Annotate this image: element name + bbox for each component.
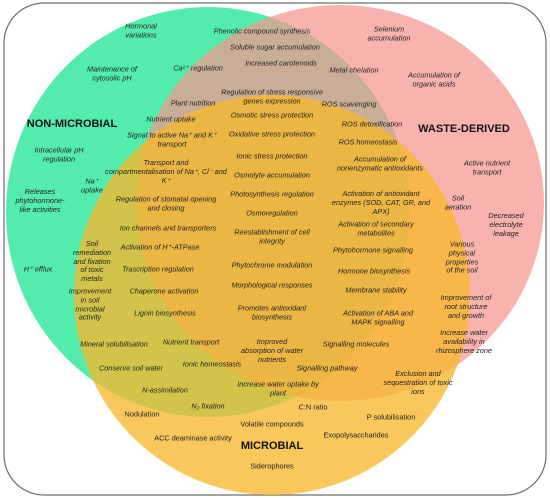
label-n2-fixation: N₂ fixation <box>191 401 225 411</box>
microbial-circle <box>74 95 470 495</box>
label-phytohormone-signalling: Phytohormone signalling <box>333 245 413 255</box>
label-soil-aeration: Soil aeration <box>444 193 472 211</box>
label-lignin-biosynthesis: Lignin biosynthesis <box>134 308 196 318</box>
microbial-title: MICROBIAL <box>240 440 304 452</box>
label-hormone-biosynthesis: Hormone biosynthesis <box>337 266 411 276</box>
label-active-nutrient-transport: Active nutrient transport <box>463 158 511 176</box>
label-releases-phytohormone: Releases phytohormone- like activities <box>15 186 65 214</box>
label-nonenzymatic-antioxidants: Accumulation of nonenzymatic antioxidant… <box>337 154 423 172</box>
label-p-solubilisation: P solubilisation <box>366 412 416 422</box>
label-increased-carotenoids: Increased carotenoids <box>245 58 317 68</box>
label-stomatal-regulation: Regulation of stomatal opening and closi… <box>115 194 217 212</box>
label-oxidative-stress-protection: Oxidative stress protection <box>229 129 315 139</box>
label-ros-detoxification: ROS detoxification <box>341 119 403 129</box>
non-microbial-title: NON-MICROBIAL <box>26 118 118 130</box>
label-osmoregulation: Osmoregulation <box>246 208 298 218</box>
label-maintenance-cytosolic-ph: Maintenance of cytosolic pH <box>87 64 137 82</box>
label-increase-water-uptake: Increase water uptake by plant <box>237 379 319 397</box>
label-h-atpase-activation: Activation of H⁺-ATPase <box>120 242 200 252</box>
label-volatile-compounds: Volatile compounds <box>240 419 304 429</box>
label-exclusion-toxic-ions: Exclusion and sequestration of toxic ion… <box>383 368 453 396</box>
label-ionic-homeostasis: Ionic homeostasis <box>182 359 242 369</box>
label-transport-compartmentalisation: Transport and compartmentalisation of Na… <box>105 157 227 185</box>
label-siderophores: Siderophores <box>250 461 294 471</box>
label-cn-ratio: C:N ratio <box>298 402 328 412</box>
label-phytochrome-modulation: Phytochrome modulation <box>231 260 313 270</box>
label-ion-channels-transporters: Ion channels and transporters <box>119 223 217 233</box>
label-ionic-stress-protection: Ionic stress protection <box>236 151 308 161</box>
label-nodulation: Nodulation <box>124 409 160 419</box>
label-phenolic-compound-synthesis: Phenolic compound synthesis <box>213 26 311 36</box>
label-intracellular-ph-regulation: Intracellular pH regulation <box>34 145 84 163</box>
label-soil-microbial-activity: Improvement in soil microbial activity <box>68 286 112 322</box>
label-decreased-electrolyte-leakage: Decreased electrolyte leakage <box>488 210 524 238</box>
label-ros-homeostasis: ROS homeostasis <box>338 137 398 147</box>
label-acc-deaminase-activity: ACC deaminase activity <box>154 433 232 443</box>
label-signal-na-k-transport: Signal to active Na⁺ and K⁺ transport <box>127 130 217 148</box>
label-selenium-accumulation: Selenium accumulation <box>367 24 411 42</box>
label-metal-chelation: Metal chelation <box>329 65 379 75</box>
label-hormonal-variations: Hormonal variations <box>125 21 157 39</box>
label-aba-mapk-signalling: Activation of ABA and MAPK signalling <box>342 308 414 326</box>
label-nutrient-transport: Nutrient transport <box>162 337 220 347</box>
label-osmotic-stress-protection: Osmotic stress protection <box>230 110 314 120</box>
label-root-structure-growth: Improvement of root structure and growth <box>440 292 492 320</box>
label-regulation-stress-genes: Regulation of stress responsive genes ex… <box>221 87 323 105</box>
label-soil-remediation: Soil remediation and fixation of toxic m… <box>72 239 112 284</box>
label-exopolysaccharides: Exopolysaccharides <box>323 430 389 440</box>
label-photosynthesis-regulation: Photosynthesis regulation <box>230 189 314 199</box>
label-antioxidant-biosynthesis: Promotes antioxidant biosynthesis <box>237 303 307 321</box>
label-ca-regulation: Ca²⁺ regulation <box>173 63 223 73</box>
label-plant-nutrition: Plant nutrition <box>170 98 216 108</box>
label-antioxidant-enzymes: Activation of antioxidant enzymes (SOD, … <box>331 188 431 216</box>
label-nutrient-uptake: Nutrient uptake <box>146 114 196 124</box>
label-na-uptake: Na⁺ uptake <box>81 176 103 194</box>
label-transcription-regulation: Trascription regulation <box>122 264 194 274</box>
label-mineral-solubilisation: Mineral solubilisation <box>80 339 148 349</box>
label-accumulation-organic-acids: Accumulation of organic acids <box>408 70 460 88</box>
label-morphological-responses: Morphological responses <box>231 280 313 290</box>
label-ros-scavenging: ROS scavenging <box>321 99 377 109</box>
label-soil-physical-properties: Various physical properties of the soil <box>445 239 479 275</box>
label-membrane-stability: Membrane stability <box>345 285 407 295</box>
label-n-assimilation: N-assimilation <box>142 385 188 395</box>
waste-derived-title: WASTE-DERIVED <box>418 123 510 135</box>
label-soluble-sugar-accumulation: Soluble sugar accumulation <box>230 42 320 52</box>
label-cell-integrity: Reestablishment of cell integrity <box>234 227 310 245</box>
label-secondary-metabolites: Activation of secondary metabolites <box>338 219 414 237</box>
label-chaperone-activation: Chaperone activation <box>129 286 199 296</box>
label-conserve-soil-water: Conserve soil water <box>98 363 164 373</box>
label-signalling-pathway: Signalling pathway <box>296 363 358 373</box>
label-osmolyte-accumulation: Osmolyte accumulation <box>234 170 310 180</box>
label-h-efflux: H⁺ efflux <box>23 264 53 274</box>
label-improved-absorption: Improved absorption of water nutrients <box>240 336 304 364</box>
label-water-availability-rhizosphere: Increase water availability in rhizosphe… <box>436 327 492 355</box>
label-signalling-molecules: Signalling molecules <box>322 339 390 349</box>
